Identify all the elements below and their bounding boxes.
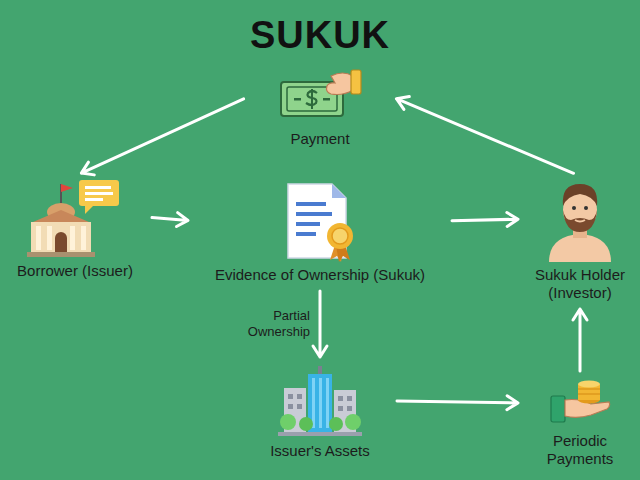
flow-arrow [573,309,587,371]
government-building-icon [27,176,123,258]
edge-label: Partial Ownership [228,308,312,340]
node-label: Periodic Payments [525,432,635,468]
diagram-node: Issuer's Assets [250,364,390,460]
buildings-icon [278,364,362,438]
node-label: Evidence of Ownership (Sukuk) [195,266,445,284]
investor-icon [545,176,615,262]
flow-arrow [452,212,518,226]
diagram-node: Payment [250,66,390,148]
flow-arrow [81,99,243,175]
flow-arrow [397,396,518,410]
flow-arrow [152,213,188,227]
node-label: Payment [250,130,390,148]
diagram-node: Evidence of Ownership (Sukuk) [195,180,445,284]
money-hand-icon [275,66,365,126]
diagram-title: SUKUK [0,14,640,57]
flow-arrow [313,291,327,357]
node-label: Issuer's Assets [250,442,390,460]
diagram-node: Sukuk Holder (Investor) [525,176,635,302]
node-label: Borrower (Issuer) [5,262,145,280]
node-label: Sukuk Holder (Investor) [525,266,635,302]
diagram-node: Borrower (Issuer) [5,176,145,280]
diagram-node: Periodic Payments [525,378,635,468]
flow-arrow [396,97,573,174]
certificate-icon [278,180,362,262]
coins-hand-icon [549,378,611,428]
